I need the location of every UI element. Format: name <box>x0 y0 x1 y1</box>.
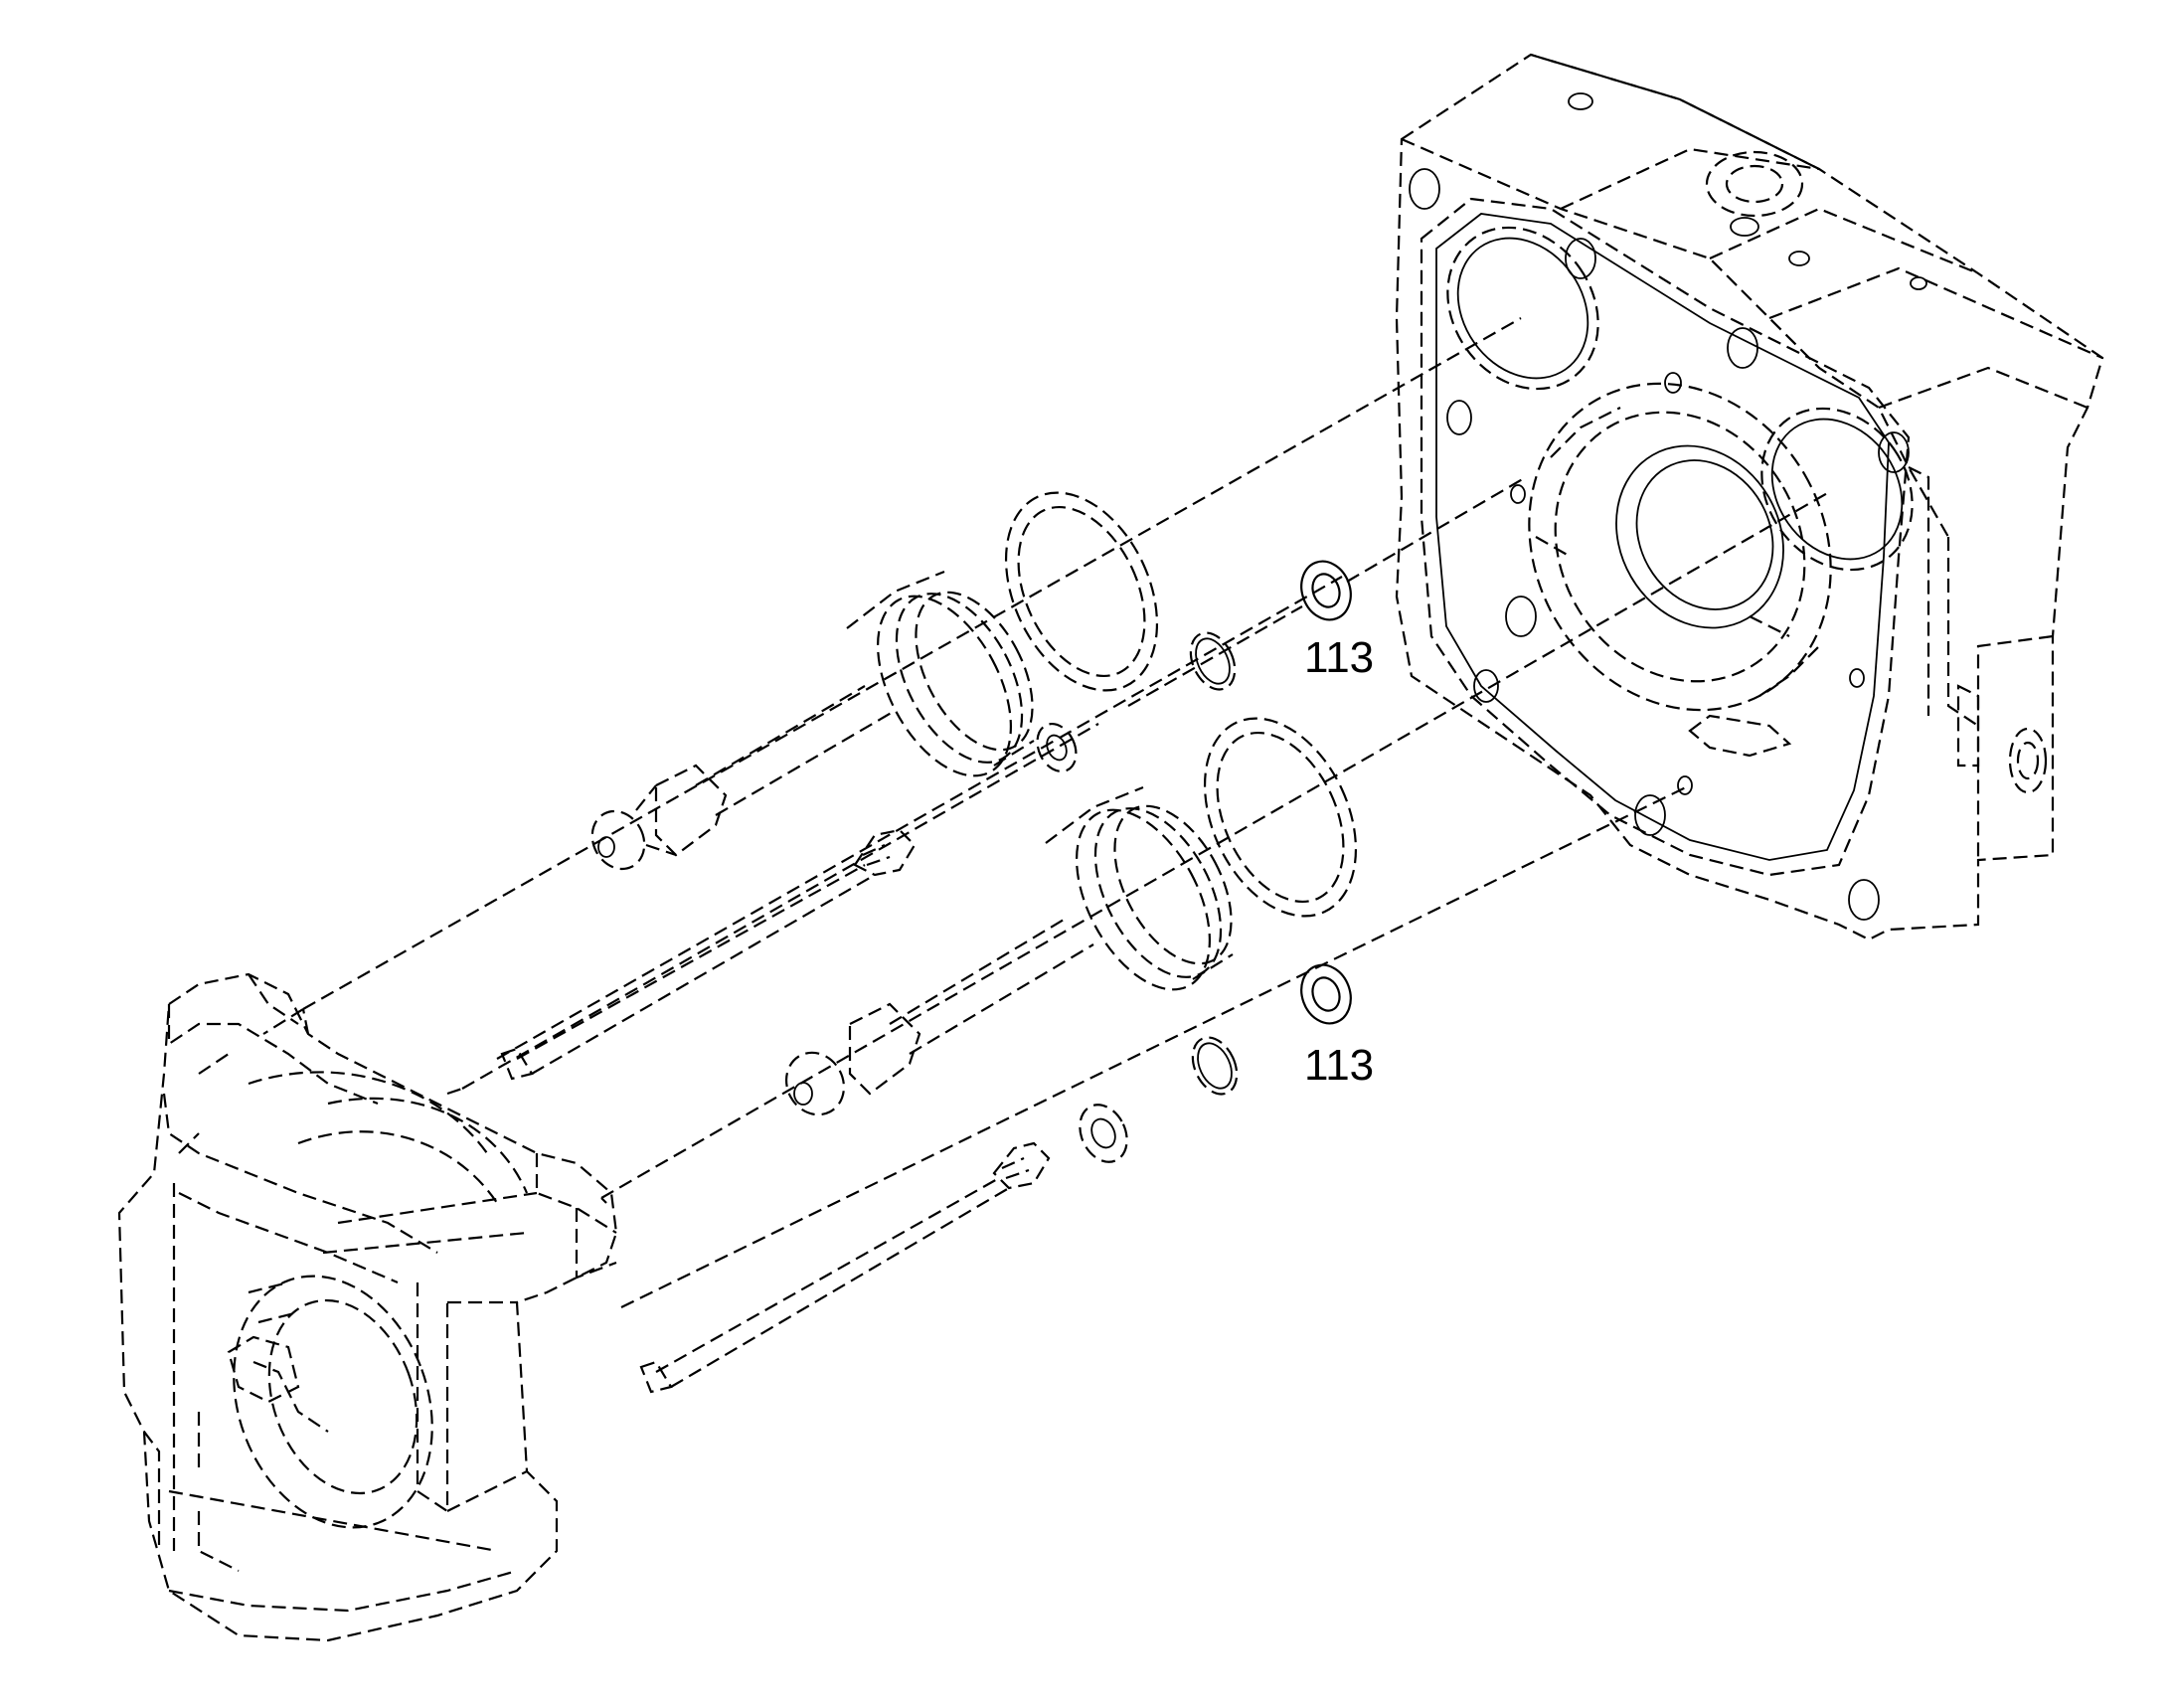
assembly-centerlines <box>262 317 1830 1308</box>
pump-housing <box>1395 53 2104 941</box>
lower-piston-assembly <box>784 785 1234 1116</box>
upper-small-o-ring <box>1189 631 1237 691</box>
washer-113-lower <box>1300 963 1352 1025</box>
end-cap-block <box>117 972 618 1642</box>
upper-seal-ring <box>1004 491 1159 692</box>
lower-small-o-ring <box>1191 1036 1239 1096</box>
callout-label-113-lower: 113 <box>1304 1041 1375 1090</box>
washer-113-upper <box>1300 560 1352 621</box>
block-leader-lines <box>301 1008 607 1204</box>
lower-spool <box>639 1104 1128 1394</box>
callout-label-113-upper: 113 <box>1304 633 1375 682</box>
upper-piston-assembly <box>590 570 1035 871</box>
lower-seal-ring <box>1203 717 1358 918</box>
upper-spool <box>500 722 1078 1081</box>
